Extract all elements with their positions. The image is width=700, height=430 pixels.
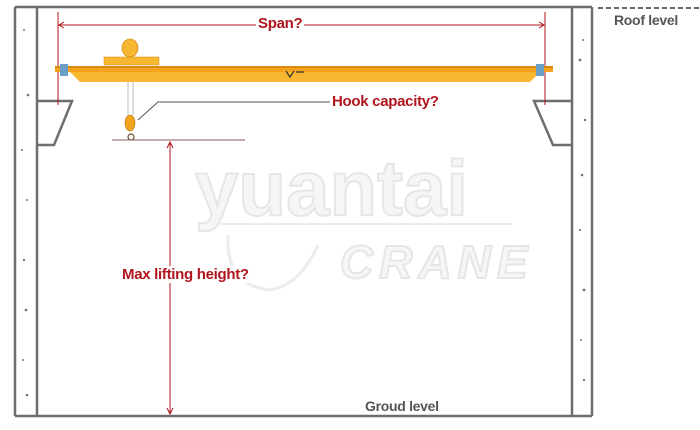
ground-level-label: Groud level <box>365 398 439 414</box>
watermark-logo: yuantai CRANE <box>194 143 534 292</box>
hook-block <box>124 114 136 132</box>
span-dimension <box>57 12 546 105</box>
crane-girder <box>55 64 553 82</box>
wall-texture <box>21 29 587 397</box>
girder-logo-icon <box>285 70 304 79</box>
span-label: Span? <box>256 15 305 32</box>
hook-icon <box>127 133 135 141</box>
right-corbel <box>532 99 572 147</box>
hook-capacity-label: Hook capacity? <box>330 93 441 110</box>
building-frame <box>13 5 594 418</box>
max-lifting-height-label: Max lifting height? <box>120 266 251 283</box>
left-corbel <box>37 99 74 147</box>
roof-level-label: Roof level <box>614 12 678 28</box>
hoist-trolley <box>103 38 160 141</box>
svg-text:CRANE: CRANE <box>340 236 534 288</box>
svg-text:yuantai: yuantai <box>195 144 468 232</box>
hook-capacity-leader <box>137 101 330 121</box>
